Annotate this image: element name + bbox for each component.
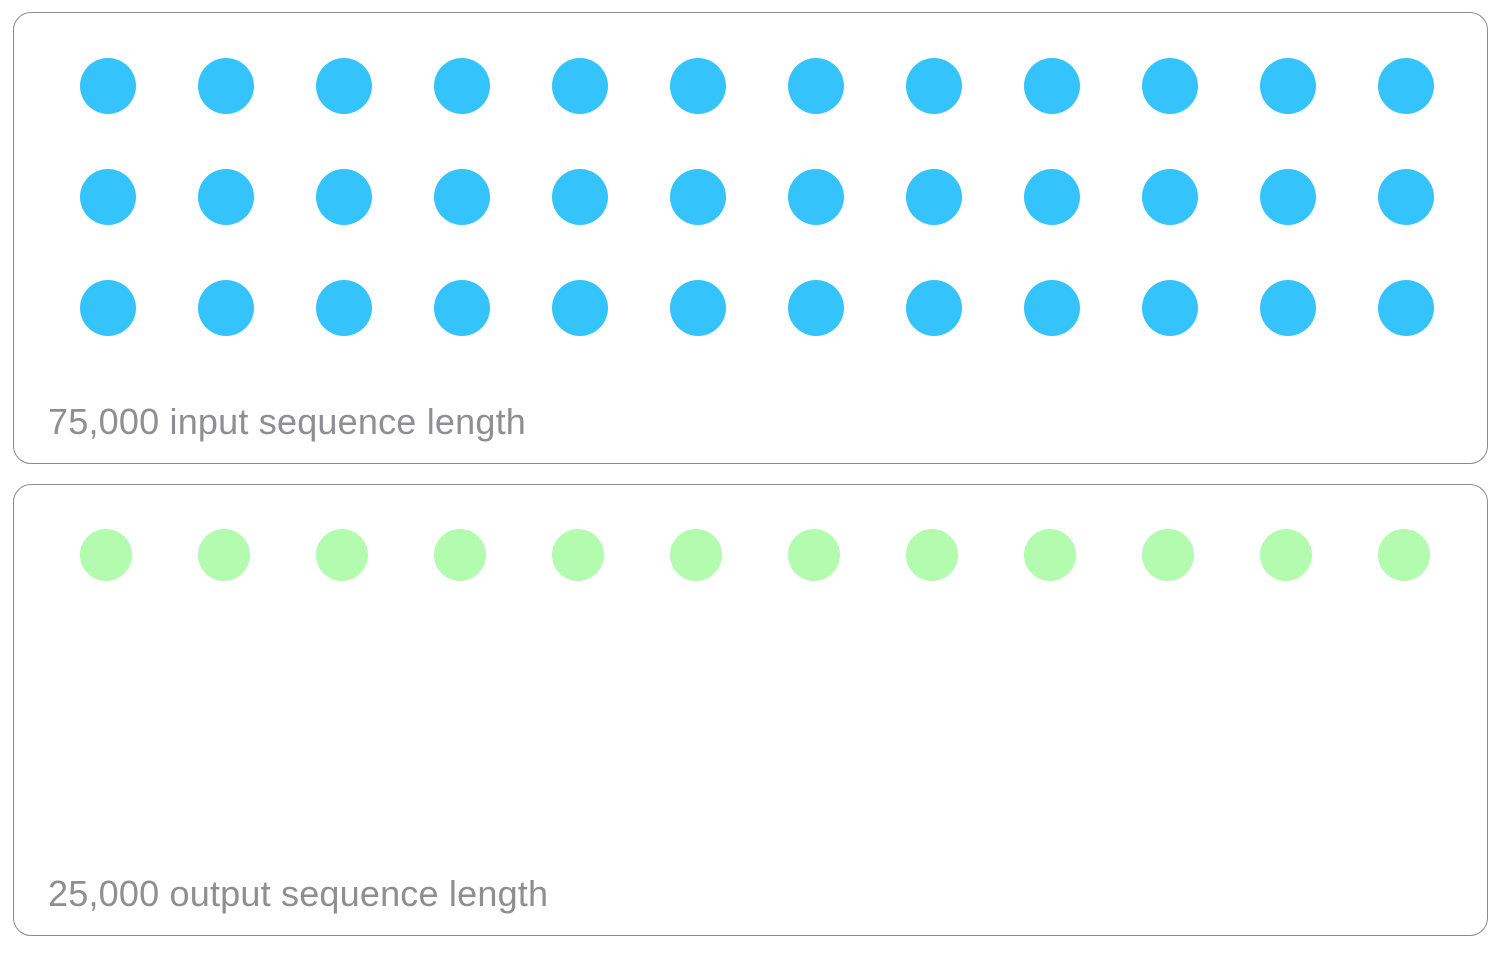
input-token-dot <box>1378 279 1434 336</box>
output-token-dot <box>552 528 604 581</box>
input-token-dot <box>670 168 726 225</box>
input-token-dot <box>1142 168 1198 225</box>
input-token-dot <box>316 279 372 336</box>
input-token-row <box>14 141 1487 252</box>
input-token-row <box>14 30 1487 141</box>
input-token-dot <box>552 279 608 336</box>
input-token-dot <box>80 57 136 114</box>
input-token-dot <box>1024 279 1080 336</box>
output-sequence-panel: 25,000 output sequence length <box>13 484 1488 936</box>
input-token-dot <box>434 168 490 225</box>
input-token-dot <box>198 168 254 225</box>
output-token-dot <box>1142 528 1194 581</box>
input-token-dot <box>1024 168 1080 225</box>
output-token-dot <box>316 528 368 581</box>
output-token-dot <box>670 528 722 581</box>
output-token-dot <box>434 528 486 581</box>
input-token-dot <box>788 57 844 114</box>
input-token-dot <box>434 57 490 114</box>
input-token-dot <box>906 57 962 114</box>
input-token-dot <box>198 279 254 336</box>
input-token-dot <box>1260 168 1316 225</box>
input-token-grid <box>14 13 1487 363</box>
output-token-dot <box>80 528 132 581</box>
input-token-dot <box>670 57 726 114</box>
input-token-dot <box>1024 57 1080 114</box>
output-token-row <box>14 499 1487 610</box>
input-token-dot <box>788 279 844 336</box>
input-token-dot <box>316 57 372 114</box>
output-token-dot <box>906 528 958 581</box>
input-token-dot <box>1378 57 1434 114</box>
output-token-dot <box>788 528 840 581</box>
input-token-dot <box>1260 279 1316 336</box>
input-token-dot <box>198 57 254 114</box>
input-sequence-caption: 75,000 input sequence length <box>48 401 526 442</box>
input-token-dot <box>552 57 608 114</box>
input-token-dot <box>316 168 372 225</box>
output-token-dot <box>1260 528 1312 581</box>
input-token-dot <box>80 168 136 225</box>
output-sequence-caption: 25,000 output sequence length <box>48 873 549 914</box>
input-token-dot <box>788 168 844 225</box>
input-token-dot <box>1142 57 1198 114</box>
input-token-dot <box>434 279 490 336</box>
input-token-dot <box>670 279 726 336</box>
input-token-dot <box>1378 168 1434 225</box>
input-token-dot <box>1260 57 1316 114</box>
output-token-dot <box>198 528 250 581</box>
input-token-dot <box>80 279 136 336</box>
output-token-dot <box>1378 528 1430 581</box>
input-token-dot <box>906 168 962 225</box>
output-token-dot <box>1024 528 1076 581</box>
output-token-grid <box>14 485 1487 610</box>
input-sequence-panel: 75,000 input sequence length <box>13 12 1488 464</box>
input-token-dot <box>906 279 962 336</box>
input-token-dot <box>1142 279 1198 336</box>
input-token-dot <box>552 168 608 225</box>
input-token-row <box>14 252 1487 363</box>
